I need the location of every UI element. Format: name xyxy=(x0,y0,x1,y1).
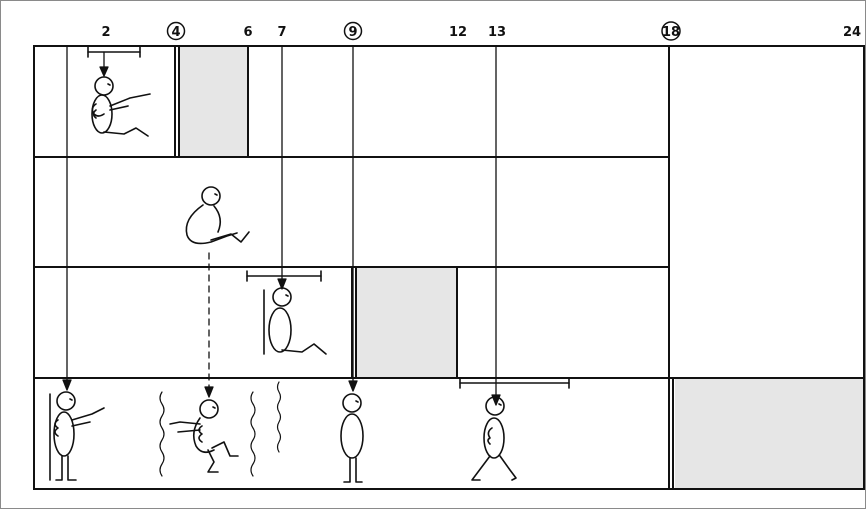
arrowhead xyxy=(100,67,108,76)
shaded-region-row-3 xyxy=(357,268,457,377)
figure-arm xyxy=(170,422,200,424)
figure-sitting-unsupported xyxy=(186,187,249,243)
tick-label: 12 xyxy=(449,25,467,40)
figure-body xyxy=(54,412,74,456)
figure-support-hand xyxy=(55,420,58,436)
timeline-ticks: 2 4 6 7 9 12 13 18 24 xyxy=(101,22,861,40)
range-bars xyxy=(88,47,569,388)
figure-leg xyxy=(356,458,362,482)
tick-label: 7 xyxy=(277,25,286,40)
figure-leg xyxy=(104,128,148,136)
figure-arm xyxy=(178,430,200,432)
figure-head xyxy=(202,187,220,205)
wavy-divider xyxy=(278,382,281,452)
figure-eye xyxy=(108,84,110,85)
figure-body xyxy=(341,414,363,458)
figure-head xyxy=(57,392,75,410)
figure-head xyxy=(95,77,113,95)
figure-standing-alone xyxy=(341,394,363,482)
figure-sitting-against-wall xyxy=(264,288,326,354)
figure-head xyxy=(273,288,291,306)
figure-support-hand xyxy=(199,426,202,442)
arrowhead xyxy=(63,380,71,390)
figure-eye xyxy=(215,194,217,195)
tick-label: 6 xyxy=(243,25,252,40)
figure-leg xyxy=(344,458,350,482)
figure-body xyxy=(186,205,237,243)
figure-leg xyxy=(472,456,490,480)
figure-head xyxy=(343,394,361,412)
figure-arm xyxy=(214,206,220,232)
arrowhead xyxy=(205,387,213,397)
figure-sitting-supported xyxy=(92,77,150,136)
figure-body xyxy=(269,308,291,352)
figure-arm xyxy=(110,94,150,106)
tick-label: 24 xyxy=(843,25,861,40)
tick-label: 18 xyxy=(662,25,680,40)
tick-label: 13 xyxy=(488,25,506,40)
figure-eye xyxy=(70,399,72,400)
wavy-divider xyxy=(251,392,255,476)
figure-leg xyxy=(212,442,238,456)
tick-label: 9 xyxy=(348,25,357,40)
figure-body xyxy=(484,418,504,458)
figure-arm xyxy=(488,428,492,444)
figure-leg xyxy=(56,456,62,480)
figure-walking xyxy=(472,397,516,480)
figure-standing-with-support xyxy=(50,392,104,480)
figure-arm xyxy=(72,422,90,426)
figure-leg xyxy=(208,450,218,472)
figure-head xyxy=(200,400,218,418)
tick-label: 2 xyxy=(101,25,110,40)
figure-eye xyxy=(356,401,358,402)
shaded-region-row-1 xyxy=(180,47,248,156)
wavy-dividers xyxy=(160,382,281,476)
arrowhead xyxy=(349,381,357,391)
figure-arm xyxy=(110,106,128,110)
figure-cruising xyxy=(170,400,238,472)
figure-leg xyxy=(500,456,516,480)
tick-label: 4 xyxy=(171,25,180,40)
figure-eye xyxy=(499,404,501,405)
figure-eye xyxy=(213,407,215,408)
figure-leg xyxy=(68,456,76,480)
wavy-divider xyxy=(160,392,164,476)
shaded-region-row-4 xyxy=(675,379,863,488)
figure-eye xyxy=(286,295,288,296)
figure-arm xyxy=(72,408,104,420)
